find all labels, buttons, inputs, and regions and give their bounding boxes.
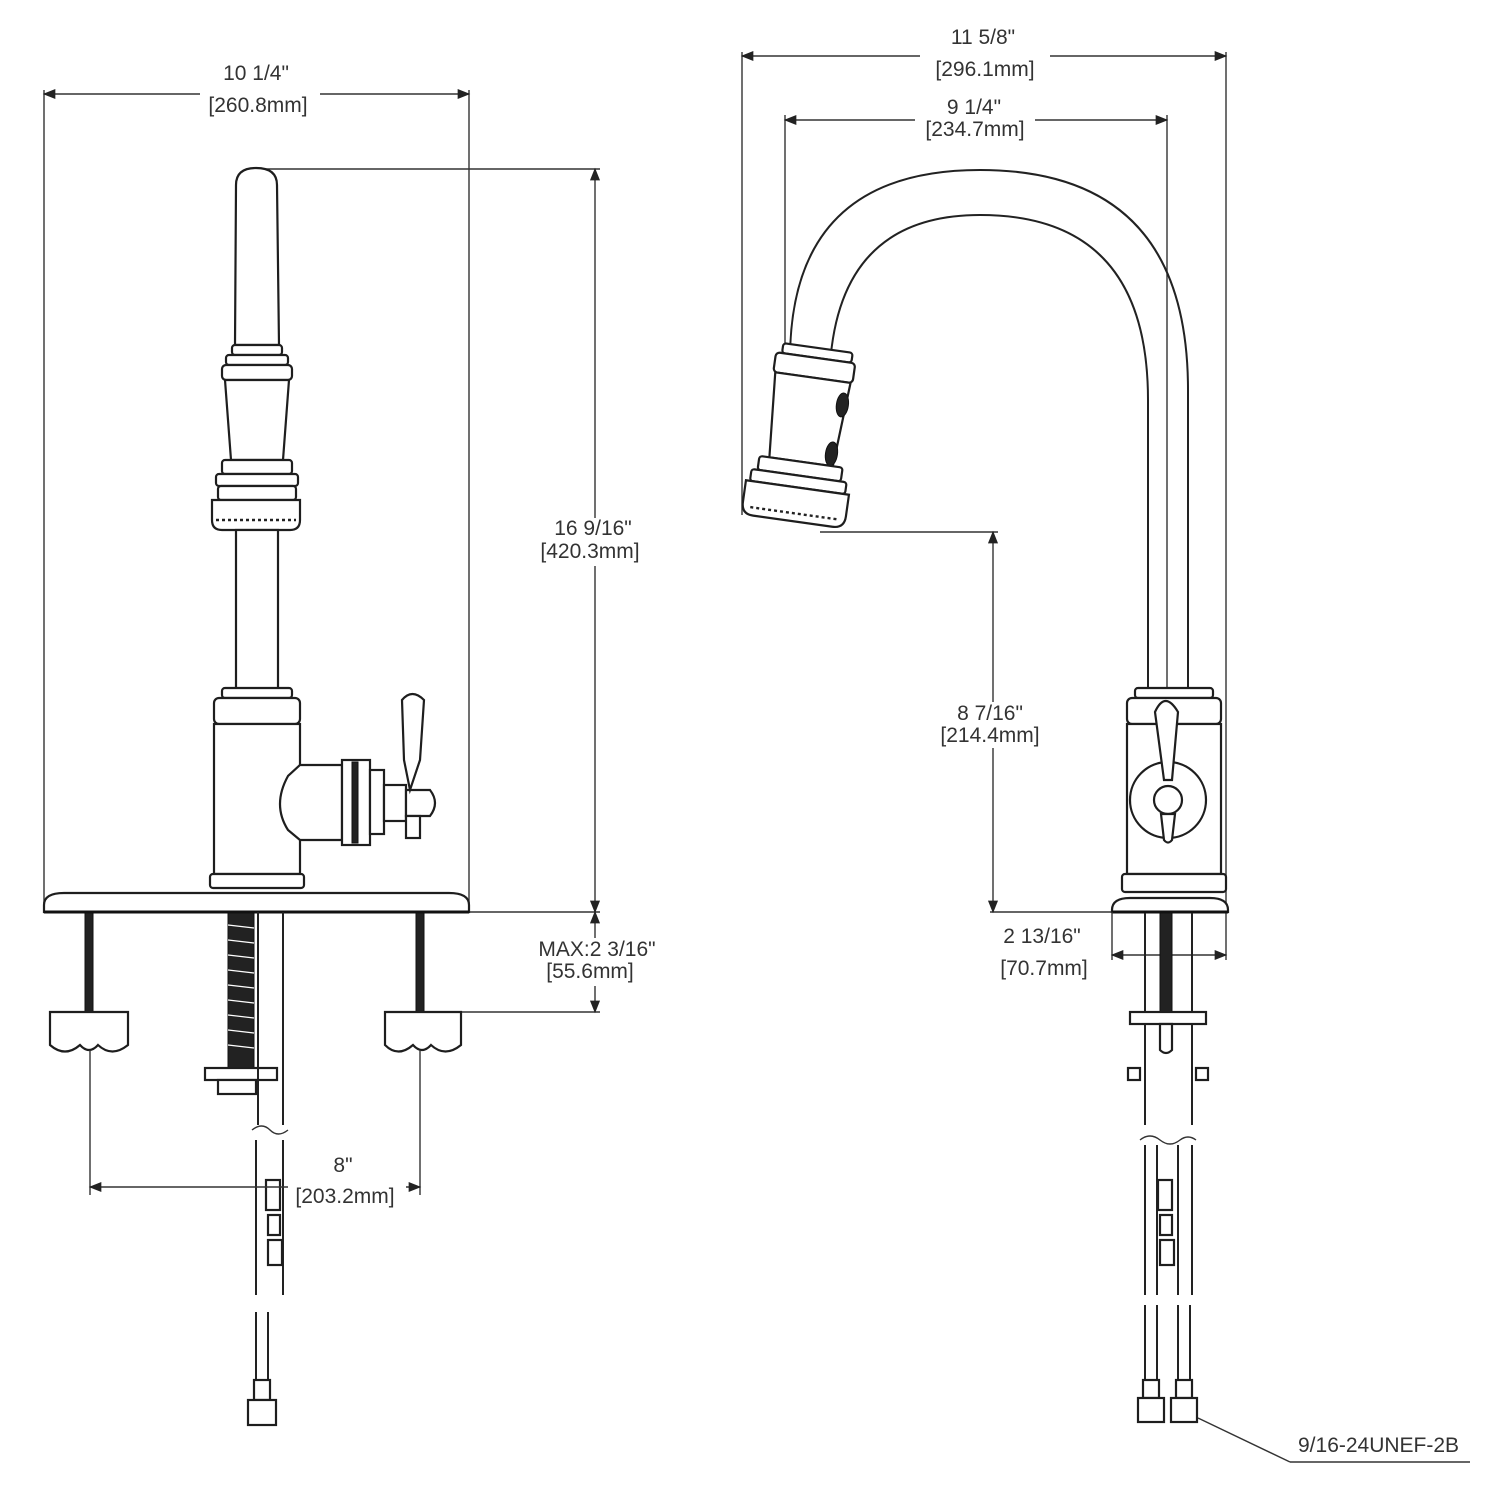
base-diameter-metric: [70.7mm]: [1000, 957, 1088, 980]
base-diameter-imperial: 2 13/16": [1003, 925, 1081, 948]
front-spout-and-sprayhead: [210, 166, 302, 692]
front-height-metric: [420.3mm]: [540, 540, 639, 563]
overall-reach-imperial: 11 5/8": [951, 26, 1015, 49]
front-width-imperial: 10 1/4": [223, 62, 289, 85]
thread-callout: 9/16-24UNEF-2B: [1197, 1417, 1470, 1463]
front-width-metric: [260.8mm]: [208, 94, 307, 117]
front-mounting-hardware: [48, 912, 463, 1427]
side-faucet-body: [1110, 686, 1230, 914]
hole-spacing-metric: [203.2mm]: [295, 1185, 394, 1208]
spout-clearance-metric: [214.4mm]: [940, 724, 1039, 747]
front-height-imperial: 16 9/16": [554, 517, 632, 540]
front-height-dimension: 16 9/16" [420.3mm]: [258, 167, 650, 914]
side-mounting-hardware: [1126, 912, 1210, 1424]
side-view: 11 5/8" [296.1mm] 9 1/4" [234.7mm]: [740, 25, 1470, 1463]
front-deck-plate: [42, 891, 471, 914]
deck-thickness-imperial: MAX:2 3/16": [538, 938, 655, 961]
side-gooseneck-spout: [789, 168, 1189, 690]
side-spout-reach-dimension: 9 1/4" [234.7mm]: [783, 95, 1169, 690]
spout-reach-imperial: 9 1/4": [947, 96, 1001, 119]
deck-thickness-metric: [55.6mm]: [546, 960, 634, 983]
side-spout-clearance-dimension: 8 7/16" [214.4mm]: [820, 530, 1120, 914]
spout-clearance-imperial: 8 7/16": [957, 702, 1023, 725]
front-faucet-body: [208, 686, 437, 890]
front-view: 10 1/4" [260.8mm] 16 9/16" [420.3mm] MAX…: [42, 62, 670, 1427]
side-overall-reach-dimension: 11 5/8" [296.1mm]: [740, 25, 1228, 960]
spout-reach-metric: [234.7mm]: [925, 118, 1024, 141]
overall-reach-metric: [296.1mm]: [935, 58, 1034, 81]
front-deck-thickness-dimension: MAX:2 3/16" [55.6mm]: [460, 910, 670, 1014]
front-hole-spacing-dimension: 8" [203.2mm]: [88, 1050, 422, 1212]
front-width-dimension: 10 1/4" [260.8mm]: [42, 62, 471, 905]
side-sprayhead: [741, 342, 856, 529]
hole-spacing-imperial: 8": [333, 1154, 352, 1177]
thread-spec-label: 9/16-24UNEF-2B: [1298, 1434, 1459, 1457]
